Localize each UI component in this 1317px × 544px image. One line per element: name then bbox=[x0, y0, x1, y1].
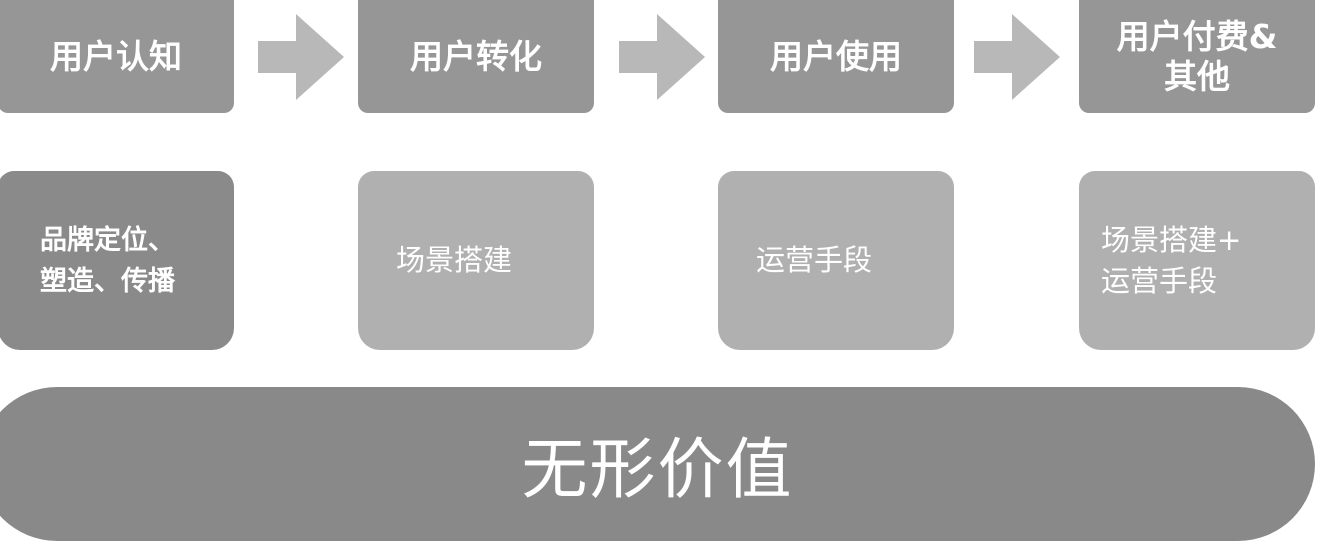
method-box-operations: 运营手段 bbox=[718, 171, 954, 350]
stage-label: 用户认知 bbox=[50, 36, 182, 76]
stage-box-usage: 用户使用 bbox=[718, 0, 954, 113]
method-label: 场景搭建+ 运营手段 bbox=[1101, 222, 1242, 298]
method-label: 运营手段 bbox=[756, 243, 873, 277]
stage-label: 用户付费& 其他 bbox=[1116, 16, 1278, 96]
right-arrow-icon bbox=[619, 14, 705, 100]
stage-label: 用户使用 bbox=[770, 36, 902, 76]
stage-box-conversion: 用户转化 bbox=[358, 0, 594, 113]
stage-box-awareness: 用户认知 bbox=[0, 0, 234, 113]
foundation-label: 无形价值 bbox=[521, 431, 794, 508]
method-box-scenario-operations: 场景搭建+ 运营手段 bbox=[1079, 171, 1315, 350]
method-label: 品牌定位、 塑造、传播 bbox=[40, 224, 175, 297]
method-box-branding: 品牌定位、 塑造、传播 bbox=[0, 171, 234, 350]
right-arrow-icon bbox=[974, 14, 1060, 100]
foundation-bar: 无形价值 bbox=[0, 387, 1315, 541]
right-arrow-icon bbox=[258, 14, 344, 100]
method-box-scenario: 场景搭建 bbox=[358, 171, 594, 350]
stage-box-payment: 用户付费& 其他 bbox=[1079, 0, 1315, 113]
stage-label: 用户转化 bbox=[410, 36, 542, 76]
method-label: 场景搭建 bbox=[396, 243, 513, 277]
